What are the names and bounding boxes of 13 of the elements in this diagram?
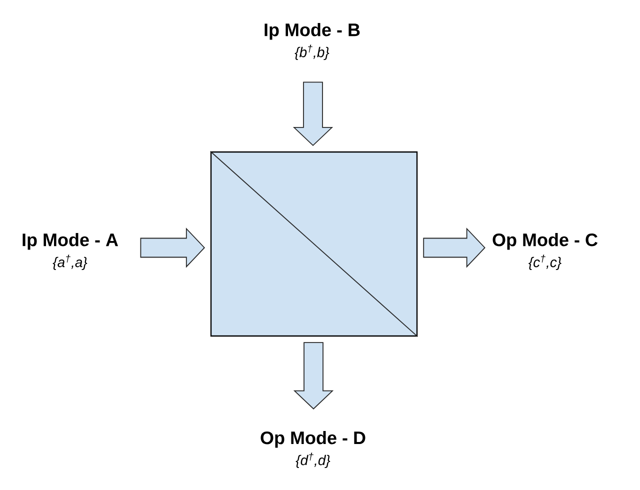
block-arrow (292, 82, 334, 146)
block-arrow (293, 342, 334, 410)
operator-pair: {d$^{†}$,d} (296, 452, 330, 468)
operator-pair: {c$^{†}$,c} (528, 254, 562, 270)
operator-pair: {a$^{†}$,a} (52, 254, 88, 270)
operator-pair: {b$^{†}$,b} (294, 44, 330, 60)
mode-name: Op Mode - C (492, 233, 598, 250)
block-arrow (140, 228, 206, 268)
mode-name: Ip Mode - B (264, 23, 360, 40)
beam-splitter (210, 150, 418, 338)
mode-name: Op Mode - D (260, 431, 366, 448)
mode-name: Ip Mode - A (22, 233, 118, 250)
block-arrow (423, 228, 486, 268)
